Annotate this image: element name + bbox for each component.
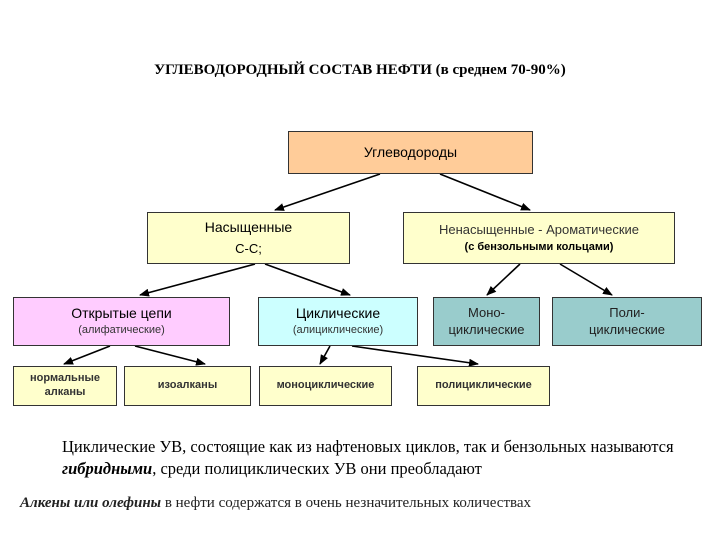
arrow-root-to-unsaturated xyxy=(439,173,531,211)
node-polycyclic-aromatic: Поли- циклические xyxy=(552,297,702,346)
node-open-chains-title: Открытые цепи xyxy=(71,304,172,321)
node-open-chains-sub: (алифатические) xyxy=(78,324,165,337)
node-hydrocarbons: Углеводороды xyxy=(288,131,533,174)
node-polycyclic-label: полициклические xyxy=(435,379,532,392)
arrow-unsaturated-to-poly xyxy=(559,263,613,296)
node-hydrocarbons-label: Углеводороды xyxy=(363,143,458,160)
arrow-open-to-iso xyxy=(134,345,206,366)
node-mono-line1: Моно- xyxy=(468,305,505,321)
node-isoalkanes: изоалканы xyxy=(124,366,251,406)
node-monocyclic: моноциклические xyxy=(259,366,392,406)
node-cyclic-sub: (алициклические) xyxy=(292,324,384,337)
node-cyclic-title: Циклические xyxy=(295,304,381,321)
node-mono-line2: циклические xyxy=(448,321,525,337)
node-unsaturated: Ненасыщенные - Ароматические (с бензольн… xyxy=(403,212,675,264)
node-unsaturated-sub: (с бензольными кольцами) xyxy=(464,240,614,253)
node-poly-line1: Поли- xyxy=(609,305,645,321)
node-saturated: Насыщенные С-С; xyxy=(147,212,350,264)
node-normal-line2: алканы xyxy=(44,386,86,398)
node-monocyclic-label: моноциклические xyxy=(276,379,375,392)
paragraph-alkenes-emph: Алкены или олефины xyxy=(20,495,162,511)
node-cyclic: Циклические (алициклические) xyxy=(258,297,418,346)
arrow-saturated-to-open xyxy=(139,263,256,297)
paragraph-hybrid-part2: , среди полициклических УВ они преоблада… xyxy=(152,459,482,478)
paragraph-hybrid-emph: гибридными xyxy=(62,459,153,478)
node-isoalkanes-label: изоалканы xyxy=(157,379,218,392)
arrow-unsaturated-to-mono xyxy=(486,263,521,296)
node-saturated-title: Насыщенные xyxy=(204,219,293,236)
paragraph-hybrid: Циклические УВ, состоящие как из нафтено… xyxy=(62,436,712,480)
paragraph-hybrid-part1: Циклические УВ, состоящие как из нафтено… xyxy=(62,437,674,456)
arrow-root-to-saturated xyxy=(274,173,381,211)
arrow-saturated-to-cyclic xyxy=(264,263,351,296)
paragraph-alkenes: Алкены или олефины в нефти содержатся в … xyxy=(20,492,710,514)
node-polycyclic: полициклические xyxy=(417,366,550,406)
paragraph-alkenes-rest: в нефти содержатся в очень незначительны… xyxy=(161,495,532,511)
node-normal-alkanes: нормальные алканы xyxy=(13,366,117,406)
arrow-open-to-normal xyxy=(63,345,111,365)
node-unsaturated-title: Ненасыщенные - Ароматические xyxy=(438,221,640,237)
diagram-title: УГЛЕВОДОРОДНЫЙ СОСТАВ НЕФТИ (в среднем 7… xyxy=(154,62,566,78)
arrow-cyclic-to-mono xyxy=(319,345,331,365)
node-normal-line1: нормальные xyxy=(30,372,100,385)
node-saturated-sub: С-С; xyxy=(235,240,262,256)
node-monocyclic-aromatic: Моно- циклические xyxy=(433,297,540,346)
node-open-chains: Открытые цепи (алифатические) xyxy=(13,297,230,346)
node-poly-line2: циклические xyxy=(588,321,666,337)
arrow-cyclic-to-poly xyxy=(351,345,479,367)
